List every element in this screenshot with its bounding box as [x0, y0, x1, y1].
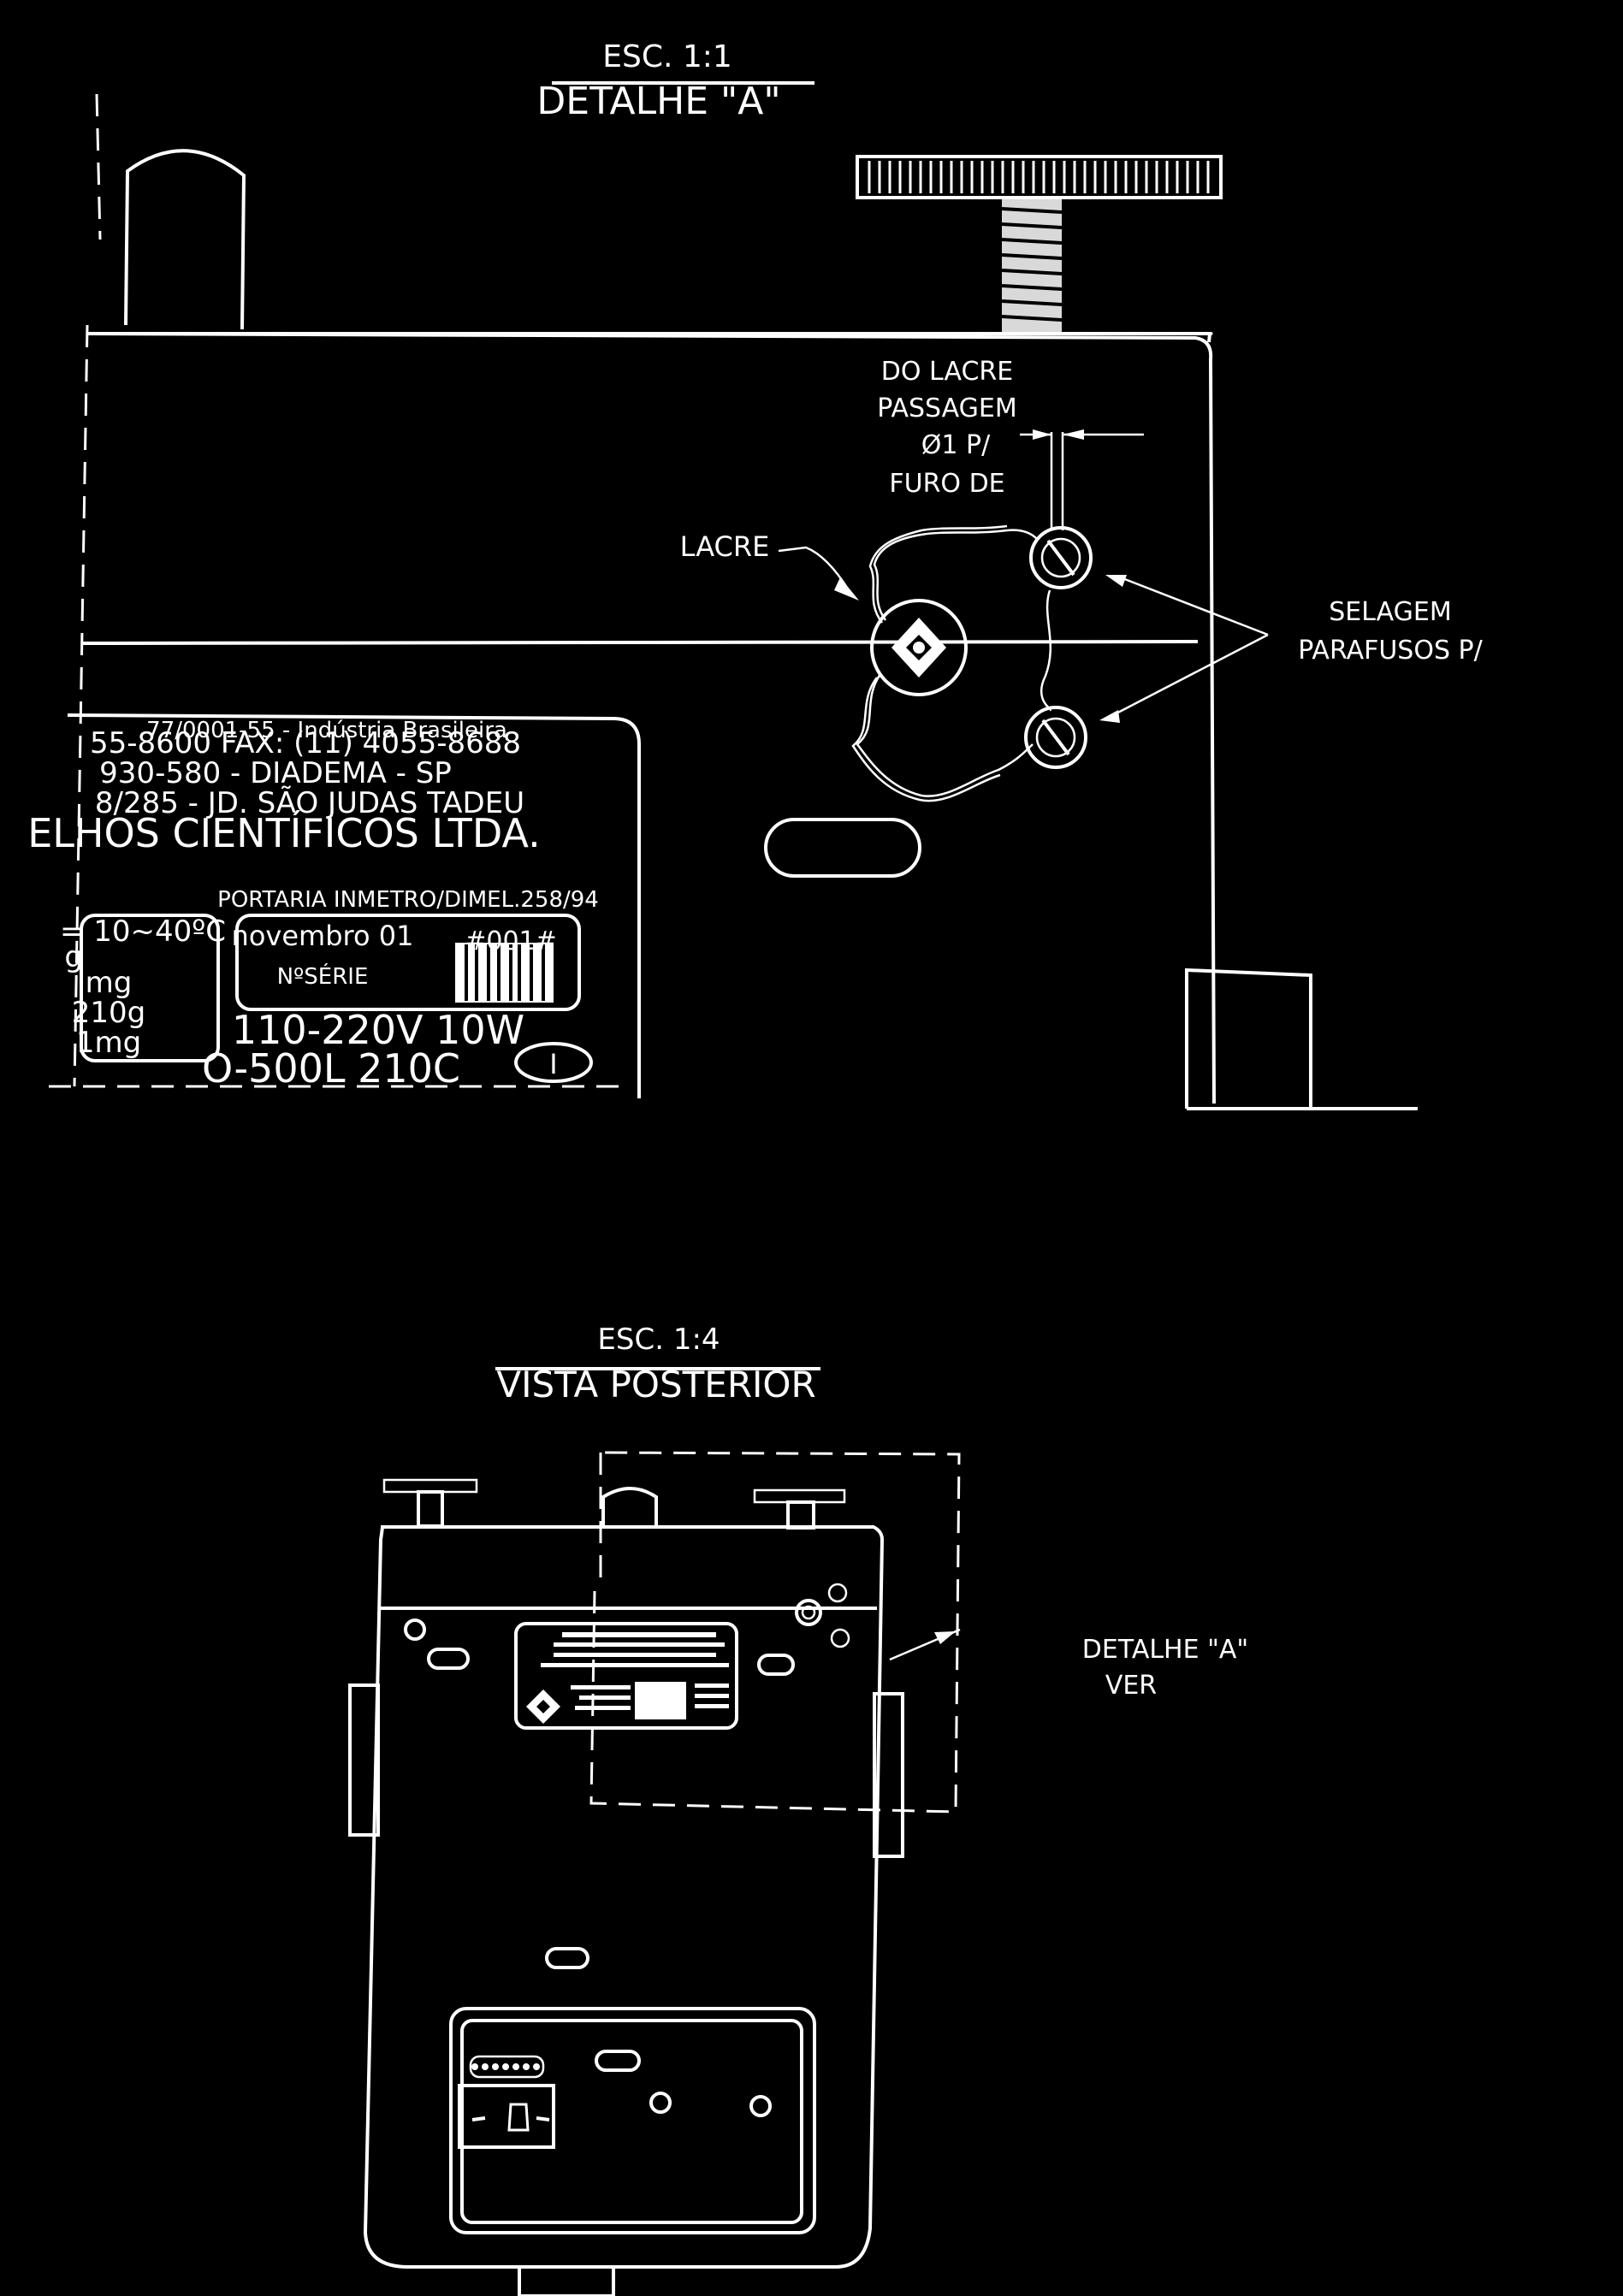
rear-scale: ESC. 1:4	[597, 1323, 720, 1357]
voltage-text: 110-220V 10W	[232, 1007, 524, 1053]
lead-seal	[870, 599, 968, 696]
detail-title: DETALHE "A"	[536, 80, 780, 123]
rear-view: ESC. 1:4 VISTA POSTERIOR	[348, 1323, 1248, 2296]
see-detail-label: VER DETALHE "A"	[1082, 1635, 1248, 1701]
screws-label: PARAFUSOS P/ SELAGEM	[1298, 597, 1483, 666]
svg-text:SELAGEM: SELAGEM	[1329, 597, 1451, 627]
serial-number: #001#	[465, 926, 557, 956]
serial-label: NºSÉRIE	[277, 962, 369, 990]
svg-text:FURO DE: FURO DE	[889, 469, 1004, 499]
approval-text: PORTARIA INMETRO/DIMEL.258/94	[217, 887, 599, 913]
nameplate-line-5: 77/0001-55 - Indústria Brasileira	[146, 718, 507, 743]
svg-text:PASSAGEM: PASSAGEM	[877, 394, 1016, 423]
model-text: O-500L 210C	[202, 1045, 460, 1092]
nameplate-line-4: 55-8600 FAX: (11) 4055-8688	[90, 726, 521, 760]
nameplate-line-3: 930-580 - DIADEMA - SP	[99, 756, 452, 790]
svg-text:g: g	[64, 940, 83, 974]
svg-text:210g: 210g	[72, 996, 145, 1030]
nameplate-line-2: 8/285 - JD. SÃO JUDAS TADEU	[95, 786, 524, 820]
detail-scale: ESC. 1:1	[602, 39, 732, 74]
detail-a-view: ESC. 1:1 DETALHE "A"	[27, 39, 1484, 1110]
nameplate: I ELHOS CIENTÍFICOS LTDA. 8/285 - JD. SÃ…	[27, 713, 641, 1098]
nameplate-line-1: ELHOS CIENTÍFICOS LTDA.	[27, 810, 541, 856]
svg-text:PARAFUSOS P/: PARAFUSOS P/	[1298, 636, 1483, 666]
thumb-screw-knurl	[868, 161, 1210, 193]
date-text: novembro 01	[232, 920, 414, 952]
svg-text:Ø1 P/: Ø1 P/	[921, 430, 991, 460]
svg-text:= 10~40ºC: = 10~40ºC	[60, 914, 226, 949]
svg-text:VER: VER	[1105, 1671, 1157, 1701]
svg-text:1mg: 1mg	[76, 1026, 141, 1060]
svg-text:DETALHE "A": DETALHE "A"	[1082, 1635, 1248, 1665]
seal-screw-top	[1029, 526, 1093, 589]
seal-label: LACRE	[680, 530, 770, 563]
svg-text:DO LACRE: DO LACRE	[881, 357, 1013, 387]
logo-mark: I	[549, 1048, 557, 1080]
seal-screw-bottom	[1024, 706, 1087, 769]
rear-title: VISTA POSTERIOR	[496, 1364, 815, 1405]
left-spec-box: = 10~40ºC g mg 210g 1mg	[60, 914, 226, 1060]
svg-text:mg: mg	[86, 966, 133, 1000]
hole-passage-label: FURO DE Ø1 P/ PASSAGEM DO LACRE	[877, 357, 1016, 499]
